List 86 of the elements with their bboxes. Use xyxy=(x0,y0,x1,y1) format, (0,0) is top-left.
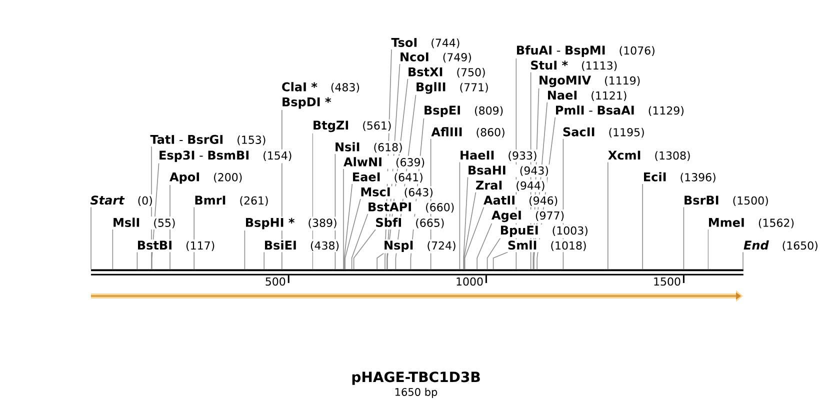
cut-site-label: BstBI (117) xyxy=(138,240,214,251)
cut-site-label: AlwNI (639) xyxy=(344,157,424,168)
leader-line xyxy=(112,229,114,270)
leader-line xyxy=(410,118,424,270)
leader-line xyxy=(152,162,160,270)
leader-line xyxy=(492,252,508,270)
tick-label: 1000 xyxy=(456,277,483,286)
sequence-length: 1650 bp xyxy=(395,388,438,398)
cut-site-label: AatII (946) xyxy=(484,196,558,206)
leader-line xyxy=(430,138,432,270)
leader-line xyxy=(683,207,684,270)
leader-line xyxy=(384,49,392,270)
cut-site-label: ZraI (944) xyxy=(476,180,544,191)
cut-site-label: PmlI - BsaAI (1129) xyxy=(556,105,684,116)
leader-line xyxy=(532,88,540,270)
cut-site-label: ClaI * (483) BspDI * xyxy=(282,82,360,109)
leader-line xyxy=(395,94,416,270)
leader-line xyxy=(516,58,517,270)
cut-site-label: BspHI * (389) xyxy=(246,218,336,230)
cut-site-label: XcmI (1308) xyxy=(608,150,690,161)
title: pHAGE-TBC1D3B xyxy=(352,372,480,385)
cut-site-label: AflIII (860) xyxy=(431,127,504,138)
cut-site-label: BsrBI (1500) xyxy=(684,196,768,206)
leader-line xyxy=(534,102,548,270)
cut-site-label: TsoI (744) xyxy=(391,38,460,48)
cut-site-label: SmlI (1018) xyxy=(508,240,586,251)
cut-site-label: BfuAI - BspMI (1076) xyxy=(517,45,654,57)
cut-site-label: NsiI (618) xyxy=(336,142,402,153)
leader-line xyxy=(459,162,460,270)
cut-site-label: NaeI (1121) xyxy=(548,90,626,101)
cut-site-label: NspI (724) xyxy=(384,240,456,252)
cut-site-label: NgoMIV (1119) xyxy=(540,76,640,88)
leader-line xyxy=(642,184,643,270)
cut-site-label: Esp3I - BsmBI (154) xyxy=(160,150,292,162)
leader-line xyxy=(530,72,532,270)
leader-line xyxy=(351,213,368,270)
tick-label: 1500 xyxy=(654,277,680,286)
leader-line xyxy=(464,192,476,270)
leader-line xyxy=(353,229,376,270)
cut-site-label: SbfI (665) xyxy=(376,218,444,228)
leader-line xyxy=(376,252,384,270)
leader-line xyxy=(194,207,195,270)
cut-site-label: BsiEI (438) xyxy=(265,240,339,251)
cut-site-label: BmrI (261) xyxy=(195,196,268,206)
leader-line xyxy=(708,229,709,270)
cut-site-label: BsaHI (943) xyxy=(468,166,548,176)
cut-site-label: BspEI (809) xyxy=(424,106,503,117)
cut-site-label: MscI (643) xyxy=(361,187,432,198)
sequence-end-label: End (1650) xyxy=(744,240,818,251)
leader-line xyxy=(344,198,361,270)
cut-site-label: NcoI (749) xyxy=(400,52,471,63)
cut-site-label: SacII (1195) xyxy=(563,127,644,138)
cut-site-label: TatI - BsrGI (153) xyxy=(150,134,266,146)
cut-site-label: AgeI (977) xyxy=(492,210,564,222)
cut-site-label: EaeI (641) xyxy=(353,172,422,183)
leader-line xyxy=(90,207,92,270)
cut-site-label: MslI (55) xyxy=(114,218,175,228)
leader-line xyxy=(136,252,138,270)
sequence-end-label: Start (0) xyxy=(90,196,152,206)
cut-site-label: MmeI (1562) xyxy=(709,218,794,228)
leader-line xyxy=(387,78,408,270)
cut-site-label: EciI (1396) xyxy=(644,172,716,183)
tick-label: 500 xyxy=(266,277,286,286)
leader-line xyxy=(334,154,336,270)
cut-site-label: BglII (771) xyxy=(416,82,488,94)
cut-site-label: BstAPI (660) xyxy=(368,202,454,213)
cut-site-label: ApoI (200) xyxy=(170,172,242,184)
leader-line xyxy=(562,138,564,270)
leader-line xyxy=(312,133,314,270)
leader-line xyxy=(343,168,344,270)
leader-line xyxy=(464,206,484,270)
sequence-backbone xyxy=(91,269,744,276)
cut-site-label: HaeII (933) xyxy=(460,150,536,161)
leader-line xyxy=(742,252,744,270)
cut-site-label: BpuEI (1003) xyxy=(501,226,588,237)
leader-line xyxy=(463,176,468,270)
leader-line xyxy=(486,238,501,270)
leader-line xyxy=(244,230,246,270)
leader-line xyxy=(476,222,492,270)
leader-line xyxy=(386,63,400,270)
cut-site-label: StuI * (1113) xyxy=(531,60,617,71)
cut-site-label: BtgZI (561) xyxy=(314,120,391,132)
leader-line xyxy=(344,183,353,270)
leader-line xyxy=(151,146,152,270)
leader-line xyxy=(536,116,556,270)
cut-site-label: BstXI (750) xyxy=(408,67,485,78)
